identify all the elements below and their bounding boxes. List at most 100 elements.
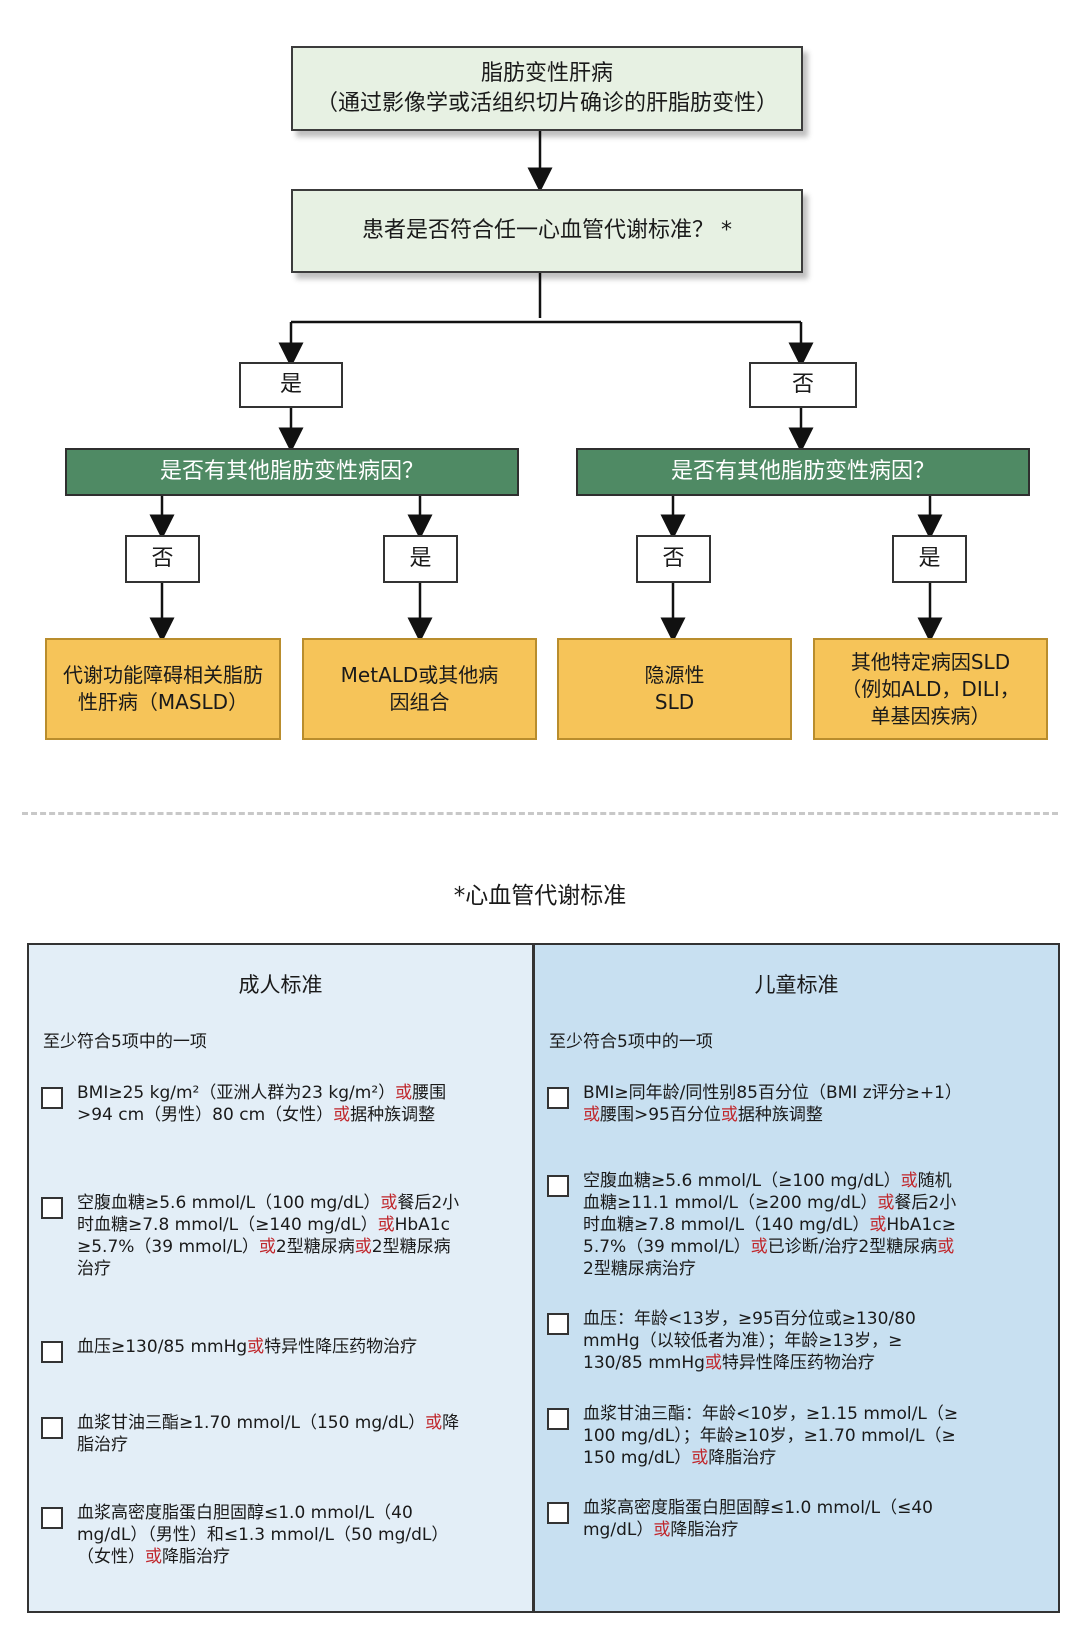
adult-item-text: 血浆甘油三酯≥1.70 mmol/L（150 mg/dL）或降 脂治疗 bbox=[77, 1412, 459, 1456]
child-subheading: 至少符合5项中的一项 bbox=[549, 1032, 713, 1052]
outcome-cryptogenic-sld: 隐源性 SLD bbox=[557, 638, 792, 740]
right-no-label: 否 bbox=[636, 535, 711, 583]
right-other-cause-question: 是否有其他脂肪变性病因？ bbox=[576, 448, 1030, 496]
or-connector: 或 bbox=[395, 1083, 413, 1103]
fatty-liver-box: 脂肪变性肝病 （通过影像学或活组织切片确诊的肝脂肪变性） bbox=[291, 46, 803, 131]
criterion-text: 餐后2小 时血糖≥7.8 mmol/L（≥140 mg/dL） bbox=[77, 1193, 460, 1235]
or-connector: 或 bbox=[720, 1105, 738, 1125]
child-item-text: 血浆高密度脂蛋白胆固醇≤1.0 mmol/L（≤40 mg/dL）或降脂治疗 bbox=[583, 1497, 933, 1541]
criteria-title: *心血管代谢标准 bbox=[453, 883, 627, 909]
criterion-text: 2型糖尿病 治疗 bbox=[77, 1237, 451, 1279]
criterion-text: 降脂治疗 bbox=[708, 1448, 777, 1468]
adult-item-text: 空腹血糖≥5.6 mmol/L（100 mg/dL）或餐后2小 时血糖≥7.8 … bbox=[77, 1192, 459, 1280]
criterion-text: 血浆高密度脂蛋白胆固醇≤1.0 mmol/L（≤40 mg/dL） bbox=[583, 1498, 934, 1540]
or-connector: 或 bbox=[354, 1237, 372, 1257]
child-item-text: 血浆甘油三酯：年龄<10岁，≥1.15 mmol/L（≥ 100 mg/dL）；… bbox=[583, 1403, 958, 1469]
criterion-text: 血压≥130/85 mmHg bbox=[77, 1337, 248, 1357]
checkbox[interactable] bbox=[547, 1087, 569, 1109]
criterion-text: 已诊断/治疗2型糖尿病 bbox=[767, 1237, 938, 1257]
child-item: 空腹血糖≥5.6 mmol/L（≥100 mg/dL）或随机 血糖≥11.1 m… bbox=[547, 1170, 1044, 1280]
or-connector: 或 bbox=[258, 1237, 276, 1257]
or-connector: 或 bbox=[937, 1237, 955, 1257]
criterion-text: 2型糖尿病 bbox=[275, 1237, 355, 1257]
or-connector: 或 bbox=[750, 1237, 768, 1257]
criterion-text: 血浆高密度脂蛋白胆固醇≤1.0 mmol/L（40 mg/dL）（男性）和≤1.… bbox=[77, 1503, 449, 1567]
criterion-text: 降 脂治疗 bbox=[77, 1413, 460, 1455]
child-item: 血压：年龄<13岁，≥95百分位或≥130/80 mmHg（以较低者为准）；年龄… bbox=[547, 1308, 1044, 1374]
child-item: 血浆甘油三酯：年龄<10岁，≥1.15 mmol/L（≥ 100 mg/dL）；… bbox=[547, 1403, 1044, 1469]
child-item: 血浆高密度脂蛋白胆固醇≤1.0 mmol/L（≤40 mg/dL）或降脂治疗 bbox=[547, 1497, 1044, 1541]
flow-connectors bbox=[149, 131, 943, 643]
or-connector: 或 bbox=[425, 1413, 443, 1433]
adult-criteria-panel: 成人标准 至少符合5项中的一项 BMI≥25 kg/m²（亚洲人群为23 kg/… bbox=[27, 943, 534, 1613]
adult-item: 空腹血糖≥5.6 mmol/L（100 mg/dL）或餐后2小 时血糖≥7.8 … bbox=[41, 1192, 518, 1280]
criterion-text: 餐后2小 时血糖≥7.8 mmol/L（140 mg/dL） bbox=[583, 1193, 957, 1235]
adult-item: BMI≥25 kg/m²（亚洲人群为23 kg/m²）或腰围 >94 cm（男性… bbox=[41, 1082, 518, 1126]
checkbox[interactable] bbox=[41, 1417, 63, 1439]
criterion-text: 特异性降压药物治疗 bbox=[721, 1353, 875, 1373]
adult-item-text: BMI≥25 kg/m²（亚洲人群为23 kg/m²）或腰围 >94 cm（男性… bbox=[77, 1082, 446, 1126]
or-connector: 或 bbox=[900, 1171, 918, 1191]
adult-item: 血浆高密度脂蛋白胆固醇≤1.0 mmol/L（40 mg/dL）（男性）和≤1.… bbox=[41, 1502, 518, 1568]
yes-label: 是 bbox=[239, 362, 343, 408]
adult-heading: 成人标准 bbox=[238, 973, 323, 997]
adult-item: 血浆甘油三酯≥1.70 mmol/L（150 mg/dL）或降 脂治疗 bbox=[41, 1412, 518, 1456]
criterion-text: BMI≥同年龄/同性别85百分位（BMI z评分≥+1） bbox=[583, 1083, 962, 1103]
no-label: 否 bbox=[749, 362, 857, 408]
criterion-text: 血浆甘油三酯：年龄<10岁，≥1.15 mmol/L（≥ 100 mg/dL）；… bbox=[583, 1404, 959, 1468]
criterion-text: BMI≥25 kg/m²（亚洲人群为23 kg/m²） bbox=[77, 1083, 396, 1103]
criterion-text: 2型糖尿病治疗 bbox=[583, 1259, 696, 1279]
adult-subheading: 至少符合5项中的一项 bbox=[43, 1032, 207, 1052]
or-connector: 或 bbox=[691, 1448, 709, 1468]
criterion-text: 空腹血糖≥5.6 mmol/L（≥100 mg/dL） bbox=[583, 1171, 901, 1191]
or-connector: 或 bbox=[145, 1547, 162, 1567]
criterion-text: 据种族调整 bbox=[737, 1105, 823, 1125]
criterion-text: 据种族调整 bbox=[350, 1105, 436, 1125]
checkbox[interactable] bbox=[547, 1408, 569, 1430]
child-item-text: 空腹血糖≥5.6 mmol/L（≥100 mg/dL）或随机 血糖≥11.1 m… bbox=[583, 1170, 956, 1280]
checkbox[interactable] bbox=[547, 1313, 569, 1335]
or-connector: 或 bbox=[869, 1215, 887, 1235]
or-connector: 或 bbox=[377, 1215, 395, 1235]
criterion-text: 血压：年龄<13岁，≥95百分位或≥130/80 mmHg（以较低者为准）；年龄… bbox=[583, 1309, 916, 1373]
criterion-text: 随机 血糖≥11.1 mmol/L（≥200 mg/dL） bbox=[583, 1171, 952, 1213]
or-connector: 或 bbox=[704, 1353, 722, 1373]
left-yes-label: 是 bbox=[383, 535, 458, 583]
or-connector: 或 bbox=[877, 1193, 895, 1213]
adult-item: 血压≥130/85 mmHg或特异性降压药物治疗 bbox=[41, 1336, 518, 1363]
criterion-text: HbA1c ≥5.7%（39 mmol/L） bbox=[77, 1215, 450, 1257]
criterion-text: 降脂治疗 bbox=[162, 1547, 230, 1567]
criterion-text: HbA1c≥ 5.7%（39 mmol/L） bbox=[583, 1215, 956, 1257]
child-item-text: 血压：年龄<13岁，≥95百分位或≥130/80 mmHg（以较低者为准）；年龄… bbox=[583, 1308, 916, 1374]
checkbox[interactable] bbox=[41, 1087, 63, 1109]
checkbox[interactable] bbox=[41, 1197, 63, 1219]
criterion-text: 腰围 >94 cm（男性）80 cm（女性） bbox=[77, 1083, 447, 1125]
left-other-cause-question: 是否有其他脂肪变性病因？ bbox=[65, 448, 519, 496]
adult-item-text: 血浆高密度脂蛋白胆固醇≤1.0 mmol/L（40 mg/dL）（男性）和≤1.… bbox=[77, 1502, 448, 1568]
criterion-text: 血浆甘油三酯≥1.70 mmol/L（150 mg/dL） bbox=[77, 1413, 426, 1433]
right-yes-label: 是 bbox=[892, 535, 967, 583]
criterion-text: 空腹血糖≥5.6 mmol/L（100 mg/dL） bbox=[77, 1193, 381, 1213]
child-item: BMI≥同年龄/同性别85百分位（BMI z评分≥+1） 或腰围>95百分位或据… bbox=[547, 1082, 1044, 1126]
outcome-metald: MetALD或其他病 因组合 bbox=[302, 638, 537, 740]
child-item-text: BMI≥同年龄/同性别85百分位（BMI z评分≥+1） 或腰围>95百分位或据… bbox=[583, 1082, 962, 1126]
checkbox[interactable] bbox=[547, 1175, 569, 1197]
criterion-text: 腰围>95百分位 bbox=[600, 1105, 721, 1125]
or-connector: 或 bbox=[333, 1105, 351, 1125]
or-connector: 或 bbox=[653, 1520, 671, 1540]
criterion-text: 降脂治疗 bbox=[670, 1520, 739, 1540]
outcome-masld: 代谢功能障碍相关脂肪 性肝病（MASLD） bbox=[45, 638, 281, 740]
or-connector: 或 bbox=[247, 1337, 265, 1357]
checkbox[interactable] bbox=[41, 1341, 63, 1363]
dashed-divider bbox=[22, 812, 1058, 815]
criterion-text: 特异性降压药物治疗 bbox=[264, 1337, 418, 1357]
cardiometabolic-question-box: 患者是否符合任一心血管代谢标准？ * bbox=[291, 189, 803, 273]
child-criteria-panel: 儿童标准 至少符合5项中的一项 BMI≥同年龄/同性别85百分位（BMI z评分… bbox=[533, 943, 1060, 1613]
or-connector: 或 bbox=[583, 1105, 600, 1125]
checkbox[interactable] bbox=[41, 1507, 63, 1529]
or-connector: 或 bbox=[380, 1193, 398, 1213]
checkbox[interactable] bbox=[547, 1502, 569, 1524]
adult-item-text: 血压≥130/85 mmHg或特异性降压药物治疗 bbox=[77, 1336, 417, 1363]
child-heading: 儿童标准 bbox=[754, 973, 839, 997]
left-no-label: 否 bbox=[125, 535, 200, 583]
